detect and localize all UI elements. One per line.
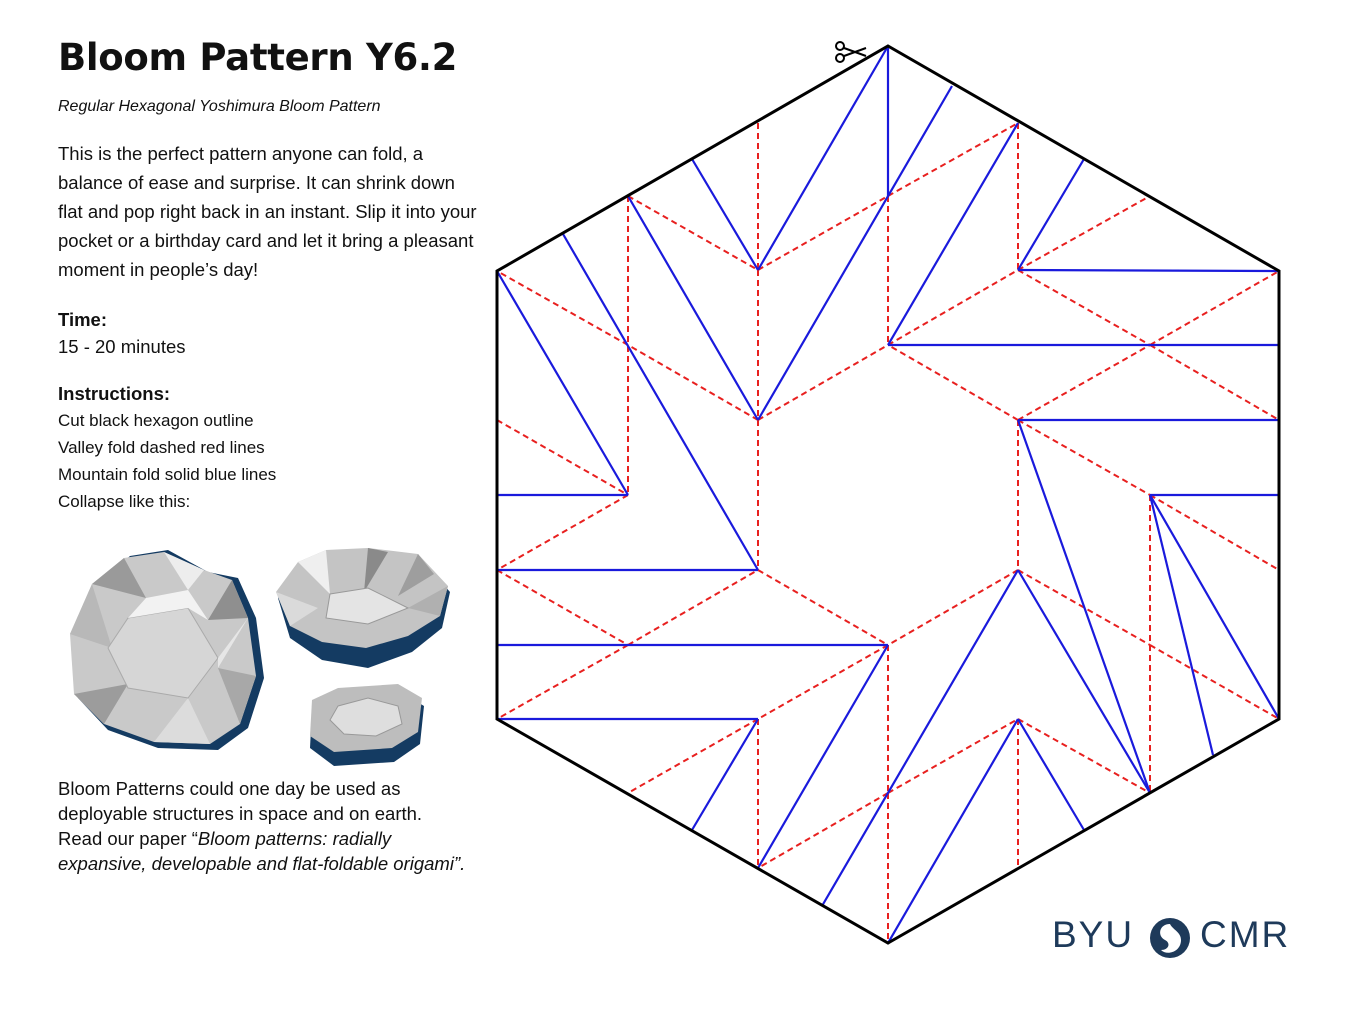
mountain-fold-line xyxy=(1017,718,1085,831)
mountain-fold-line xyxy=(887,122,1019,346)
valley-fold-line xyxy=(1149,344,1280,421)
valley-fold-line xyxy=(496,569,629,646)
mountain-fold-line xyxy=(821,569,1019,907)
scissors-icon xyxy=(835,41,867,63)
info-panel: Bloom Pattern Y6.2 Regular Hexagonal Yos… xyxy=(58,36,478,515)
time-heading: Time: xyxy=(58,309,108,330)
valley-fold-line xyxy=(887,569,1019,646)
folded-model-side xyxy=(276,548,450,668)
outro-paragraph: Bloom Patterns could one day be used as … xyxy=(58,776,468,876)
mountain-fold-line xyxy=(691,718,759,831)
mountain-fold-line xyxy=(562,233,759,571)
logo-mark-icon xyxy=(1150,918,1190,958)
mountain-fold-lines xyxy=(496,45,1280,944)
mountain-fold-line xyxy=(691,158,759,271)
valley-fold-line xyxy=(757,344,889,421)
valley-fold-line xyxy=(1149,494,1280,571)
mountain-fold-line xyxy=(887,718,1019,944)
valley-fold-line xyxy=(496,644,629,720)
valley-fold-line xyxy=(1017,195,1151,271)
valley-fold-line xyxy=(887,718,1019,794)
instruction-step: Valley fold dashed red lines xyxy=(58,438,265,457)
mountain-fold-line xyxy=(496,270,629,496)
valley-fold-line xyxy=(757,195,889,271)
valley-fold-line xyxy=(1017,269,1151,346)
mountain-fold-line xyxy=(757,644,889,869)
subtitle: Regular Hexagonal Yoshimura Bloom Patter… xyxy=(58,98,381,115)
hexagon-cut-outline xyxy=(495,44,1281,945)
valley-fold-line xyxy=(1149,270,1280,346)
valley-fold-line xyxy=(757,792,889,869)
logo-right-text: CMR xyxy=(1200,914,1291,955)
outro-end: ”. xyxy=(453,853,466,874)
intro-paragraph: This is the perfect pattern anyone can f… xyxy=(58,143,477,280)
instruction-step: Collapse like this: xyxy=(58,492,191,511)
valley-fold-line xyxy=(1017,344,1151,421)
mountain-fold-line xyxy=(1017,268,1280,273)
mountain-fold-line xyxy=(1148,494,1215,756)
mountain-fold-line xyxy=(1016,419,1152,794)
mountain-fold-line xyxy=(627,195,759,421)
logo-left-text: BYU xyxy=(1052,914,1135,955)
valley-fold-line xyxy=(627,195,759,271)
folded-model-flat xyxy=(310,684,424,766)
valley-fold-line xyxy=(496,270,629,346)
outro-text: Bloom Patterns could one day be used as … xyxy=(58,778,423,849)
valley-fold-line xyxy=(1149,644,1280,720)
mountain-fold-line xyxy=(1017,569,1151,794)
instructions-heading: Instructions: xyxy=(58,383,171,404)
mountain-fold-line xyxy=(1149,494,1280,720)
time-value: 15 - 20 minutes xyxy=(58,336,186,357)
valley-fold-line xyxy=(1017,419,1151,496)
valley-fold-line xyxy=(496,419,629,496)
valley-fold-line xyxy=(887,122,1019,197)
valley-fold-lines xyxy=(496,46,1280,943)
valley-fold-line xyxy=(627,718,759,794)
folded-model-large xyxy=(70,550,264,750)
instruction-step: Mountain fold solid blue lines xyxy=(58,465,277,484)
mountain-fold-line xyxy=(757,45,889,271)
mountain-fold-line xyxy=(757,85,953,421)
instructions-list: Cut black hexagon outline Valley fold da… xyxy=(58,407,478,515)
valley-fold-line xyxy=(757,644,889,720)
valley-fold-line xyxy=(627,569,759,646)
paper-title: Bloom patterns: radially expansive, deve… xyxy=(58,828,454,874)
mountain-fold-line xyxy=(1017,158,1085,271)
folded-model-illustrations xyxy=(70,548,450,766)
page-title: Bloom Pattern Y6.2 xyxy=(58,36,458,79)
valley-fold-line xyxy=(1017,718,1151,794)
byu-cmr-logo: BYU CMR xyxy=(1052,914,1292,960)
instruction-step: Cut black hexagon outline xyxy=(58,411,254,430)
valley-fold-line xyxy=(887,344,1019,421)
valley-fold-line xyxy=(887,269,1019,346)
valley-fold-line xyxy=(496,494,629,571)
valley-fold-line xyxy=(627,344,759,421)
valley-fold-line xyxy=(757,569,889,646)
